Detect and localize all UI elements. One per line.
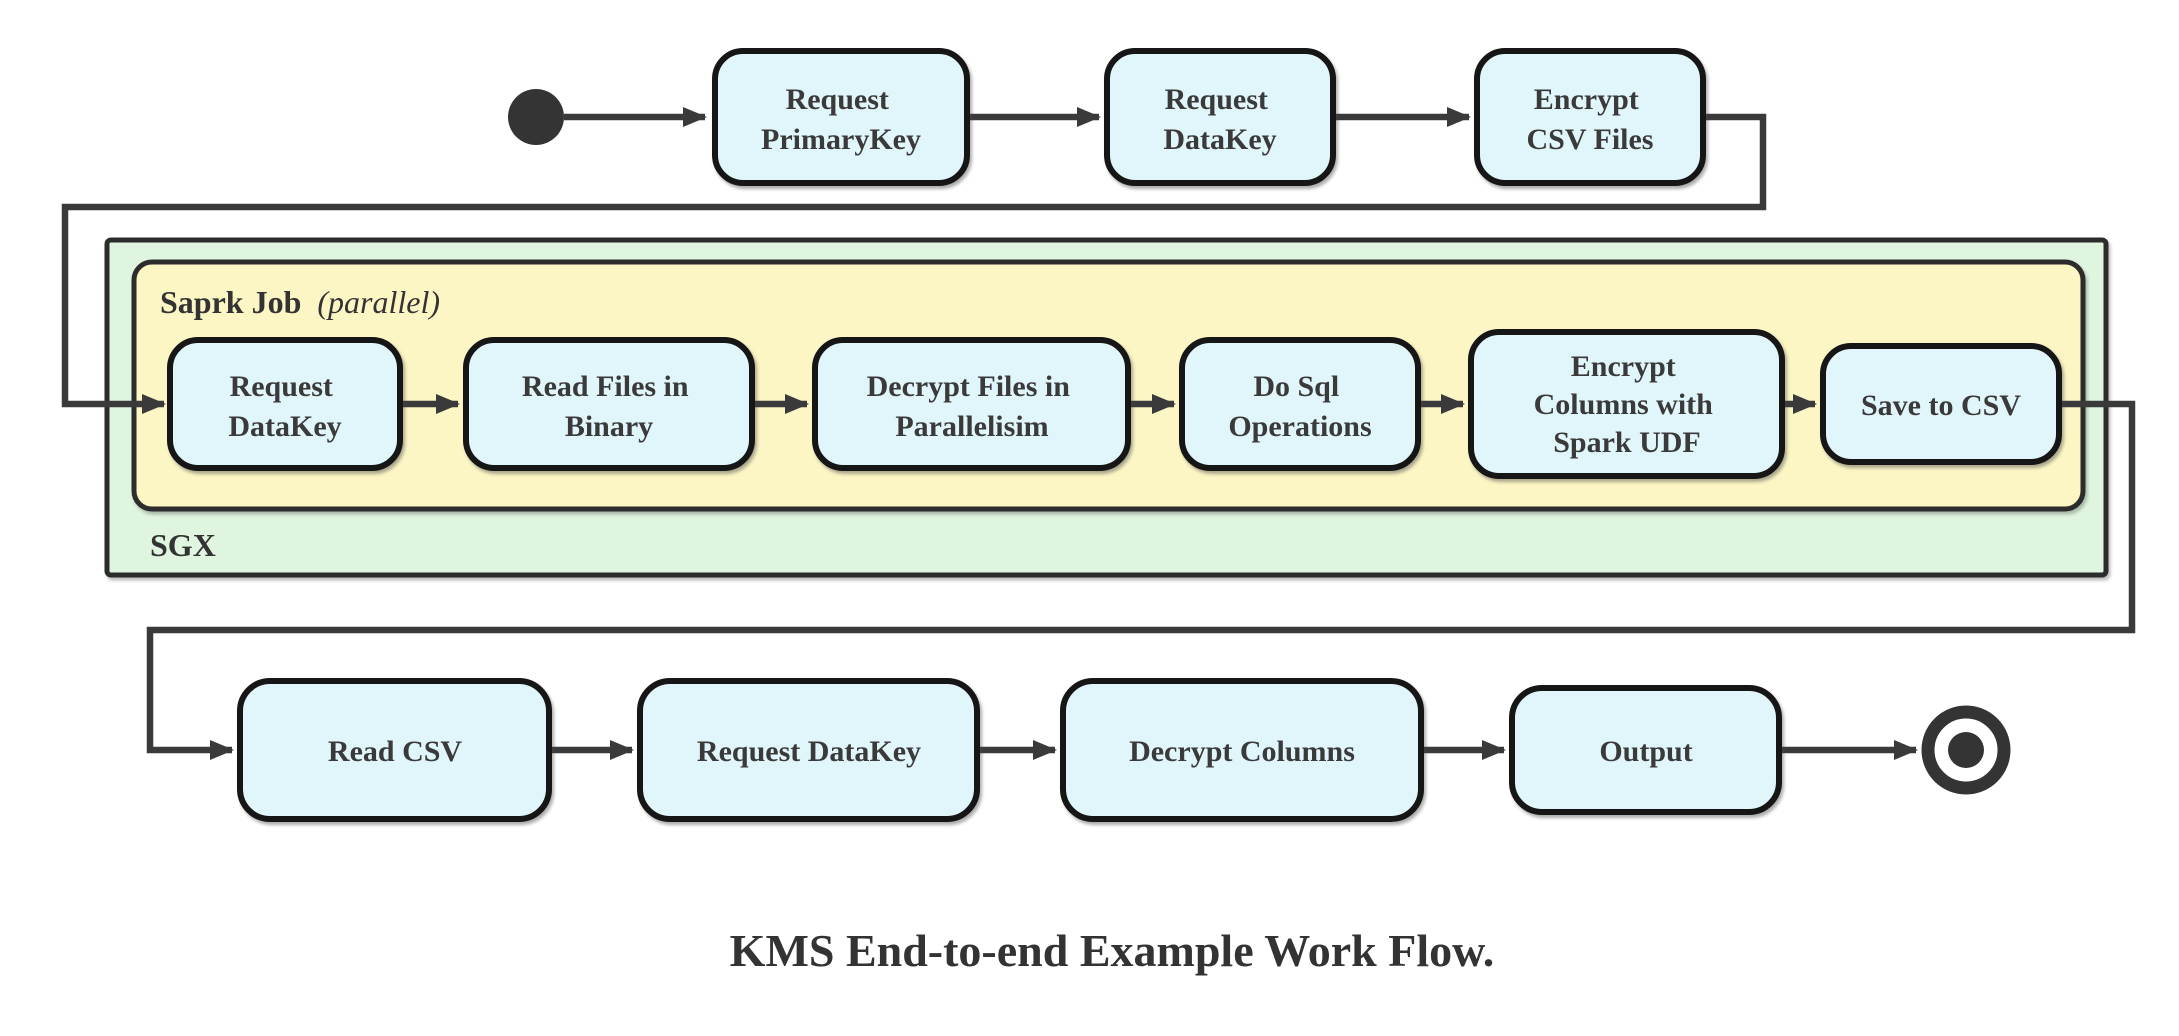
edges bbox=[61, 107, 2136, 760]
node-label: Decrypt Columns bbox=[1129, 735, 1355, 768]
node-label: Read CSV bbox=[328, 735, 463, 768]
start-node bbox=[508, 89, 564, 145]
node-box bbox=[712, 48, 970, 186]
node-label: Request PrimaryKey bbox=[761, 83, 921, 156]
node-box bbox=[1820, 343, 2062, 465]
edge-save-to-csv-to-read-csv bbox=[146, 400, 2136, 760]
node-request-datakey-top: Request DataKey bbox=[1104, 48, 1336, 186]
node-request-datakey-sgx: Request DataKey bbox=[167, 337, 403, 471]
node-box bbox=[237, 678, 552, 822]
node-request-primarykey: Request PrimaryKey bbox=[712, 48, 970, 186]
end-node-dot bbox=[1948, 732, 1984, 768]
node-box bbox=[167, 337, 403, 471]
node-box bbox=[812, 337, 1131, 471]
node-label: Encrypt Columns with Spark UDF bbox=[1534, 350, 1721, 459]
node-label: Request DataKey bbox=[228, 370, 341, 443]
node-box bbox=[463, 337, 755, 471]
edge-encrypt-csv-files-to-sgx-request-datakey bbox=[61, 113, 1767, 414]
node-label: Read Files in Binary bbox=[522, 370, 696, 443]
node-box bbox=[1060, 678, 1424, 822]
node-request-datakey-bottom: Request DataKey bbox=[637, 678, 980, 822]
node-label: Save to CSV bbox=[1861, 389, 2021, 422]
node-output: Output bbox=[1509, 685, 1782, 815]
node-save-to-csv: Save to CSV bbox=[1820, 343, 2062, 465]
node-box bbox=[1179, 337, 1421, 471]
node-decrypt-files-in-parallelisim: Decrypt Files in Parallelisim bbox=[812, 337, 1131, 471]
node-encrypt-columns-with-spark-udf: Encrypt Columns with Spark UDF bbox=[1468, 329, 1785, 479]
node-read-files-in-binary: Read Files in Binary bbox=[463, 337, 755, 471]
sgx-container-label: SGX bbox=[150, 527, 216, 563]
node-label: Request DataKey bbox=[1163, 83, 1276, 156]
node-decrypt-columns: Decrypt Columns bbox=[1060, 678, 1424, 822]
node-label: Output bbox=[1599, 735, 1692, 768]
node-label: Request DataKey bbox=[697, 735, 921, 768]
node-box bbox=[1509, 685, 1782, 815]
start-dot bbox=[508, 89, 564, 145]
node-label: Decrypt Files in Parallelisim bbox=[867, 370, 1078, 443]
node-label: Encrypt CSV Files bbox=[1527, 83, 1654, 156]
node-label: Do Sql Operations bbox=[1228, 370, 1371, 443]
diagram-caption: KMS End-to-end Example Work Flow. bbox=[730, 925, 1495, 976]
node-box bbox=[1468, 329, 1785, 479]
node-do-sql-operations: Do Sql Operations bbox=[1179, 337, 1421, 471]
node-encrypt-csv-files: Encrypt CSV Files bbox=[1474, 48, 1706, 186]
node-box bbox=[1474, 48, 1706, 186]
end-node bbox=[1921, 705, 2011, 795]
node-read-csv: Read CSV bbox=[237, 678, 552, 822]
node-box bbox=[1104, 48, 1336, 186]
spark-job-container-label: Saprk Job (parallel) bbox=[160, 284, 440, 320]
node-box bbox=[637, 678, 980, 822]
